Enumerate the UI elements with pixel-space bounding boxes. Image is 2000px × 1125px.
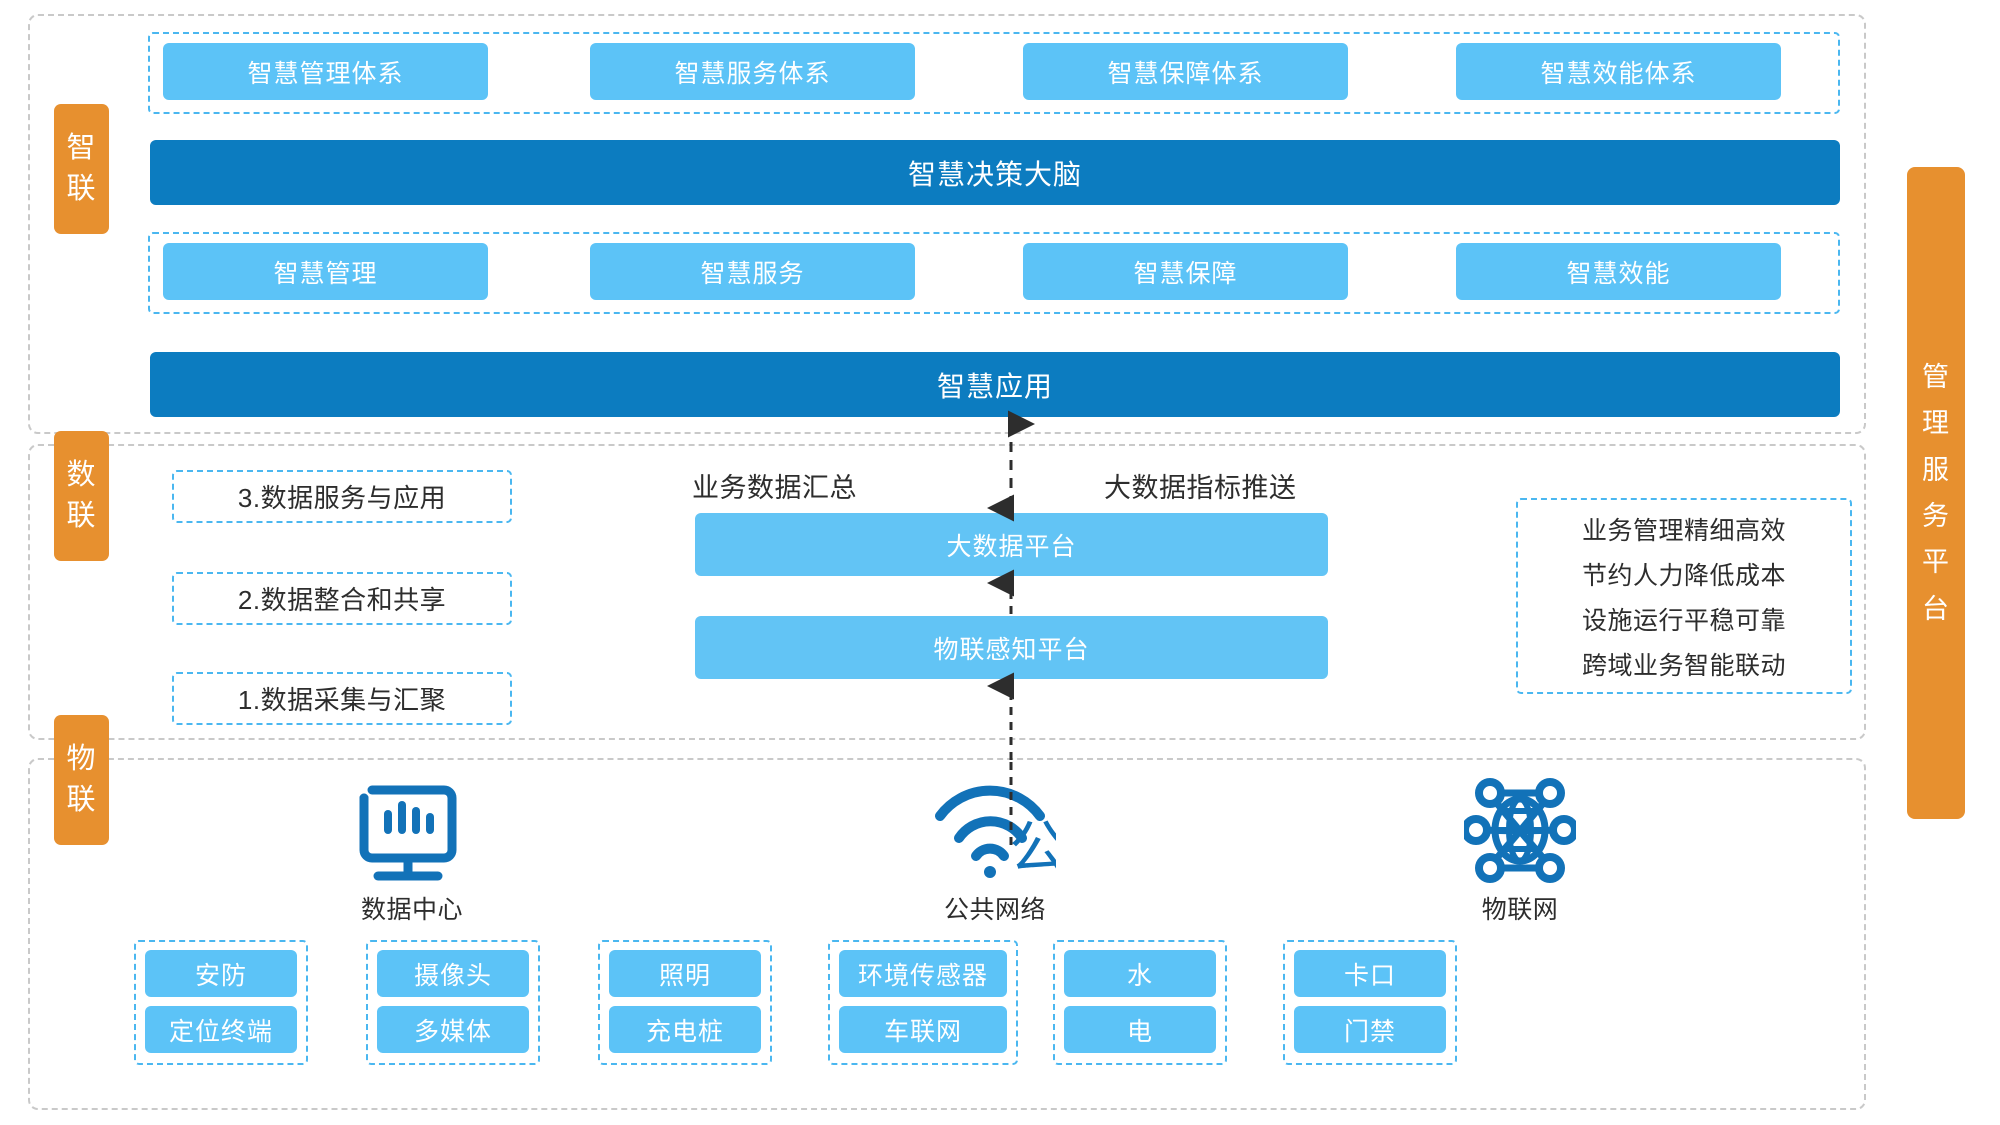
device-chip-4-0[interactable]: 水 bbox=[1064, 950, 1216, 997]
panel-right-txt-char-4: 平 bbox=[1922, 547, 1950, 578]
domain-label-public-network: 公共网络 bbox=[943, 896, 1046, 924]
panel-right-txt-char-5: 台 bbox=[1922, 593, 1950, 624]
iot-globe-icon bbox=[1461, 778, 1579, 883]
right-panel-management-service-platform: 管理服务平台 bbox=[1907, 167, 1965, 819]
device-chip-1-1[interactable]: 多媒体 bbox=[377, 1006, 529, 1053]
step-box-1[interactable]: 1.数据采集与汇聚 bbox=[172, 672, 512, 725]
benefit-line-3: 跨域业务智能联动 bbox=[1581, 651, 1786, 680]
chip-capability-2[interactable]: 智慧保障 bbox=[1023, 243, 1348, 300]
device-group-5 bbox=[1283, 940, 1457, 1065]
tag-iot-txt-char-1: 联 bbox=[66, 784, 97, 816]
tag-smart-txt-char-1: 联 bbox=[66, 173, 97, 205]
device-chip-3-1[interactable]: 车联网 bbox=[839, 1006, 1007, 1053]
domain-iot[interactable]: 物联网 bbox=[1460, 778, 1580, 926]
domain-label-iot: 物联网 bbox=[1481, 896, 1559, 924]
device-chip-5-0[interactable]: 卡口 bbox=[1294, 950, 1446, 997]
chip-system-0[interactable]: 智慧管理体系 bbox=[163, 43, 488, 100]
bar-iot-sensing-platform[interactable]: 物联感知平台 bbox=[695, 616, 1328, 679]
device-group-1 bbox=[366, 940, 540, 1065]
tag-iot-txt-char-0: 物 bbox=[66, 742, 97, 775]
step-box-2[interactable]: 2.数据整合和共享 bbox=[172, 572, 512, 625]
domain-label-data-center: 数据中心 bbox=[360, 896, 463, 924]
group-smart-capabilities bbox=[148, 232, 1840, 314]
device-chip-4-1[interactable]: 电 bbox=[1064, 1006, 1216, 1053]
side-tag-smart-link: 智联 bbox=[54, 104, 109, 234]
public-network-wifi-icon: 公 bbox=[935, 785, 1067, 881]
device-group-3 bbox=[828, 940, 1018, 1065]
chip-capability-1[interactable]: 智慧服务 bbox=[590, 243, 915, 300]
chip-capability-3[interactable]: 智慧效能 bbox=[1456, 243, 1781, 300]
panel-right-txt-char-1: 理 bbox=[1922, 408, 1950, 439]
panel-right-txt-char-0: 管 bbox=[1922, 361, 1950, 392]
bar-decision-brain[interactable]: 智慧决策大脑 bbox=[150, 140, 1840, 205]
caption-business-data-aggregation: 业务数据汇总 bbox=[692, 473, 857, 503]
domain-public-network[interactable]: 公 公共网络 bbox=[930, 778, 1067, 926]
tag-data-txt-char-1: 联 bbox=[66, 500, 97, 532]
benefit-line-2: 设施运行平稳可靠 bbox=[1581, 606, 1786, 635]
bar-smart-application[interactable]: 智慧应用 bbox=[150, 352, 1840, 417]
device-chip-2-1[interactable]: 充电桩 bbox=[609, 1006, 761, 1053]
device-chip-5-1[interactable]: 门禁 bbox=[1294, 1006, 1446, 1053]
device-chip-3-0[interactable]: 环境传感器 bbox=[839, 950, 1007, 997]
data-center-icon bbox=[359, 785, 457, 881]
device-group-4 bbox=[1053, 940, 1227, 1065]
chip-system-3[interactable]: 智慧效能体系 bbox=[1456, 43, 1781, 100]
caption-bigdata-metric-push: 大数据指标推送 bbox=[1104, 473, 1297, 503]
device-chip-0-0[interactable]: 安防 bbox=[145, 950, 297, 997]
domain-data-center[interactable]: 数据中心 bbox=[352, 778, 472, 926]
side-tag-data-label: 数联 bbox=[66, 455, 96, 537]
device-chip-0-1[interactable]: 定位终端 bbox=[145, 1006, 297, 1053]
device-chip-1-0[interactable]: 摄像头 bbox=[377, 950, 529, 997]
side-tag-smart-label: 智联 bbox=[66, 128, 96, 210]
tag-smart-txt-char-0: 智 bbox=[66, 131, 97, 164]
side-tag-data-link: 数联 bbox=[54, 431, 109, 561]
bar-bigdata-platform[interactable]: 大数据平台 bbox=[695, 513, 1328, 576]
side-tag-iot-label: 物联 bbox=[66, 739, 96, 821]
panel-benefits: 业务管理精细高效 节约人力降低成本 设施运行平稳可靠 跨域业务智能联动 bbox=[1516, 498, 1852, 694]
device-group-2 bbox=[598, 940, 772, 1065]
device-group-0 bbox=[134, 940, 308, 1065]
tag-data-txt-char-0: 数 bbox=[66, 458, 97, 491]
section-data-link bbox=[28, 444, 1866, 740]
device-chip-2-0[interactable]: 照明 bbox=[609, 950, 761, 997]
chip-capability-0[interactable]: 智慧管理 bbox=[163, 243, 488, 300]
benefit-line-1: 节约人力降低成本 bbox=[1581, 561, 1786, 590]
benefit-line-0: 业务管理精细高效 bbox=[1581, 516, 1786, 545]
right-panel-label: 管理服务平台 bbox=[1922, 354, 1950, 633]
side-tag-iot-link: 物联 bbox=[54, 715, 109, 845]
panel-right-txt-char-3: 务 bbox=[1922, 501, 1950, 531]
chip-system-2[interactable]: 智慧保障体系 bbox=[1023, 43, 1348, 100]
step-box-3[interactable]: 3.数据服务与应用 bbox=[172, 470, 512, 523]
svg-text:公: 公 bbox=[1009, 816, 1056, 881]
group-smart-systems bbox=[148, 32, 1840, 114]
chip-system-1[interactable]: 智慧服务体系 bbox=[590, 43, 915, 100]
panel-right-txt-char-2: 服 bbox=[1922, 454, 1950, 485]
